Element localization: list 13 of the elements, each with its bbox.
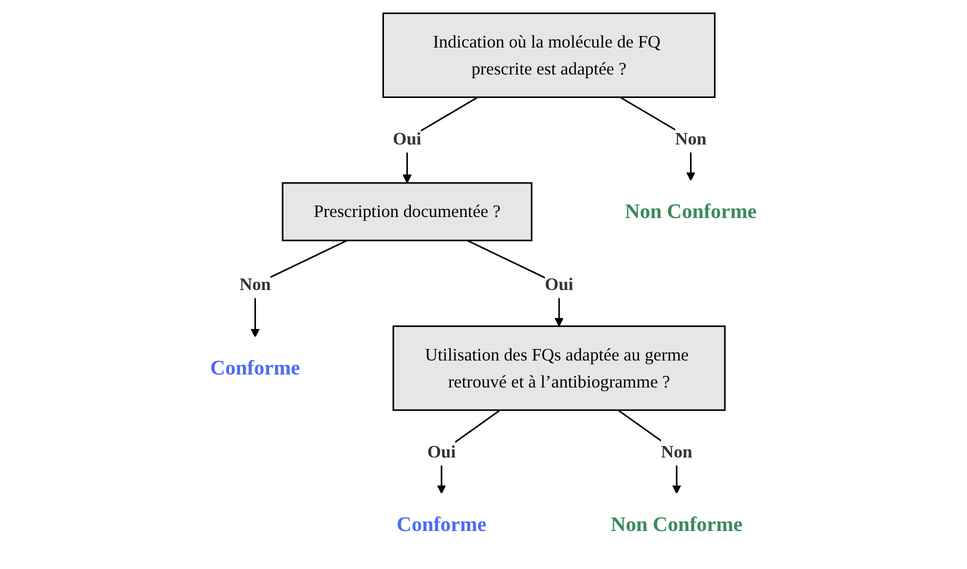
edge-label: Oui — [544, 274, 574, 294]
node-box: Utilisation des FQs adaptée au germe retrouvé et à l’antibiogramme ? — [392, 325, 726, 411]
node-text: Non Conforme — [624, 200, 757, 224]
node-text: Conforme — [396, 513, 486, 536]
edge-label: Non — [675, 128, 706, 149]
edge-label: Non — [240, 274, 271, 294]
edge-label: Oui — [427, 442, 456, 462]
node-text: Non Conforme — [610, 513, 743, 536]
node-text: Conforme — [210, 356, 300, 380]
node-box: Indication où la molécule de FQ prescrite est adaptée ? — [382, 12, 716, 98]
node-box: Prescription documentée ? — [282, 182, 532, 242]
edge-label: Oui — [392, 128, 422, 149]
edge-label: Non — [661, 442, 692, 462]
